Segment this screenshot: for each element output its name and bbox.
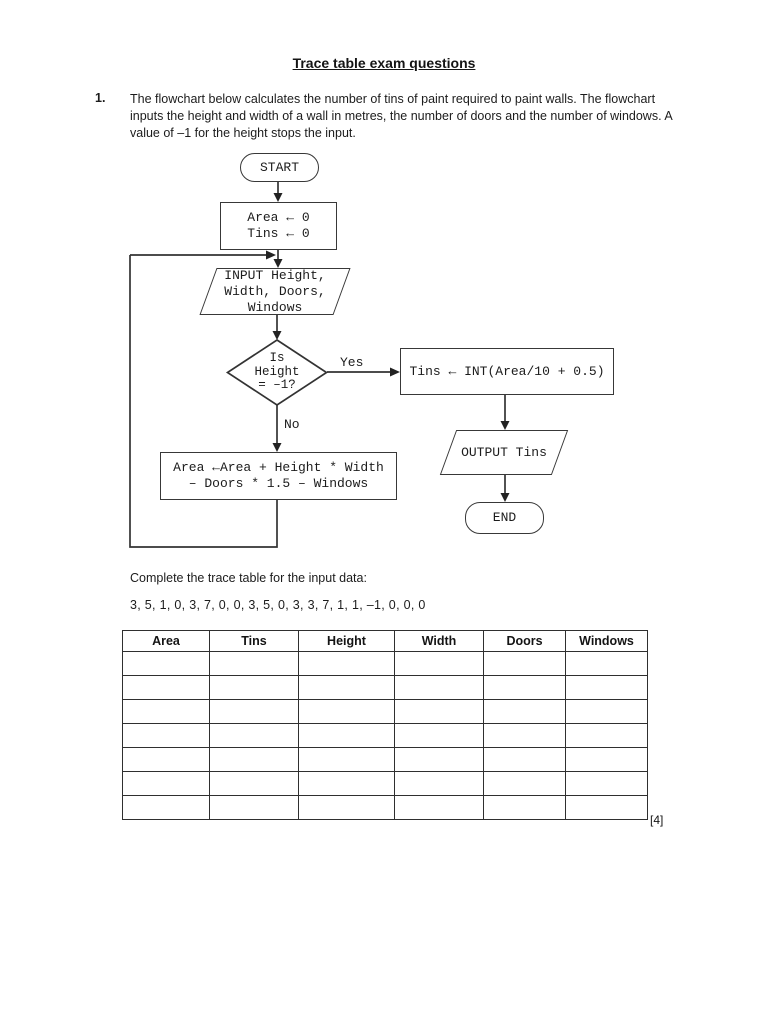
empty-cell bbox=[565, 795, 648, 820]
arrowhead-no-branch bbox=[272, 443, 282, 452]
arrowhead-tins-to-output bbox=[500, 421, 510, 430]
empty-cell bbox=[565, 699, 648, 724]
empty-cell bbox=[122, 675, 210, 700]
decision-diamond-text: Is Height = –1? bbox=[227, 345, 327, 400]
empty-cell bbox=[565, 675, 648, 700]
end-label: END bbox=[492, 510, 517, 525]
empty-cell bbox=[394, 771, 484, 796]
empty-cell bbox=[122, 651, 210, 676]
no-branch-label: No bbox=[284, 417, 300, 432]
arrowhead-yes-branch bbox=[390, 367, 400, 377]
init-process-box: Area ← 0 Tins ← 0 bbox=[220, 202, 337, 250]
empty-cell bbox=[483, 723, 566, 748]
arrowhead-input-to-decision bbox=[272, 331, 282, 340]
init-line: Tins ← 0 bbox=[247, 226, 310, 241]
empty-cell bbox=[394, 699, 484, 724]
arrowhead-output-to-end bbox=[500, 493, 510, 502]
empty-cell bbox=[483, 675, 566, 700]
input-line: INPUT Height, bbox=[224, 267, 326, 283]
table-row bbox=[122, 795, 648, 820]
start-label: START bbox=[259, 159, 299, 175]
end-terminator: END bbox=[465, 502, 544, 534]
empty-cell bbox=[209, 795, 299, 820]
output-parallelogram: OUTPUT Tins bbox=[439, 430, 569, 475]
area-formula-line: – Doors * 1.5 – Windows bbox=[188, 476, 369, 491]
question-number: 1. bbox=[95, 91, 106, 105]
empty-cell bbox=[483, 651, 566, 676]
empty-cell bbox=[122, 747, 210, 772]
tins-formula: Tins ← INT(Area/10 + 0.5) bbox=[409, 363, 605, 379]
tins-process-box: Tins ← INT(Area/10 + 0.5) bbox=[400, 348, 614, 395]
empty-cell bbox=[565, 771, 648, 796]
column-header-tins: Tins bbox=[209, 630, 299, 652]
empty-cell bbox=[298, 771, 395, 796]
empty-cell bbox=[209, 723, 299, 748]
decision-line: = –1? bbox=[258, 378, 296, 393]
empty-cell bbox=[122, 723, 210, 748]
empty-cell bbox=[298, 651, 395, 676]
empty-cell bbox=[122, 795, 210, 820]
area-formula-line: Area ←Area + Height * Width bbox=[173, 460, 384, 475]
empty-cell bbox=[394, 747, 484, 772]
input-line: Windows bbox=[247, 299, 303, 315]
table-row bbox=[122, 651, 648, 676]
table-row bbox=[122, 771, 648, 796]
empty-cell bbox=[209, 771, 299, 796]
arrowhead-start-to-init bbox=[273, 193, 283, 202]
decision-line: Height bbox=[254, 364, 300, 379]
trace-table-body bbox=[122, 651, 648, 820]
decision-line: Is bbox=[269, 351, 285, 366]
empty-cell bbox=[483, 699, 566, 724]
trace-instruction: Complete the trace table for the input d… bbox=[130, 571, 367, 585]
empty-cell bbox=[483, 747, 566, 772]
empty-cell bbox=[298, 699, 395, 724]
table-row bbox=[122, 675, 648, 700]
empty-cell bbox=[565, 747, 648, 772]
empty-cell bbox=[565, 651, 648, 676]
column-header-windows: Windows bbox=[565, 630, 648, 652]
empty-cell bbox=[394, 795, 484, 820]
yes-branch-label: Yes bbox=[340, 355, 364, 370]
input-data-values: 3, 5, 1, 0, 3, 7, 0, 0, 3, 5, 0, 3, 3, 7… bbox=[130, 598, 426, 612]
empty-cell bbox=[394, 723, 484, 748]
empty-cell bbox=[298, 723, 395, 748]
init-line: Area ← 0 bbox=[247, 210, 310, 225]
start-terminator: START bbox=[240, 153, 319, 182]
empty-cell bbox=[122, 699, 210, 724]
empty-cell bbox=[483, 771, 566, 796]
column-header-width: Width bbox=[394, 630, 484, 652]
column-header-doors: Doors bbox=[483, 630, 566, 652]
empty-cell bbox=[394, 675, 484, 700]
question-text: The flowchart below calculates the numbe… bbox=[130, 92, 672, 140]
column-header-area: Area bbox=[122, 630, 210, 652]
empty-cell bbox=[394, 651, 484, 676]
table-row bbox=[122, 747, 648, 772]
empty-cell bbox=[298, 795, 395, 820]
marks-badge: [4] bbox=[650, 813, 664, 827]
empty-cell bbox=[209, 651, 299, 676]
input-parallelogram: INPUT Height, Width, Doors, Windows bbox=[199, 267, 351, 315]
empty-cell bbox=[209, 675, 299, 700]
input-line: Width, Doors, bbox=[224, 283, 326, 299]
arrowhead-loop-return bbox=[266, 250, 276, 260]
empty-cell bbox=[483, 795, 566, 820]
column-header-height: Height bbox=[298, 630, 395, 652]
empty-cell bbox=[298, 747, 395, 772]
table-row bbox=[122, 723, 648, 748]
empty-cell bbox=[298, 675, 395, 700]
empty-cell bbox=[122, 771, 210, 796]
page-title: Trace table exam questions bbox=[292, 55, 476, 71]
empty-cell bbox=[209, 699, 299, 724]
output-label: OUTPUT Tins bbox=[461, 444, 547, 460]
area-process-box: Area ←Area + Height * Width – Doors * 1.… bbox=[160, 452, 397, 500]
empty-cell bbox=[565, 723, 648, 748]
empty-cell bbox=[209, 747, 299, 772]
table-row bbox=[122, 699, 648, 724]
